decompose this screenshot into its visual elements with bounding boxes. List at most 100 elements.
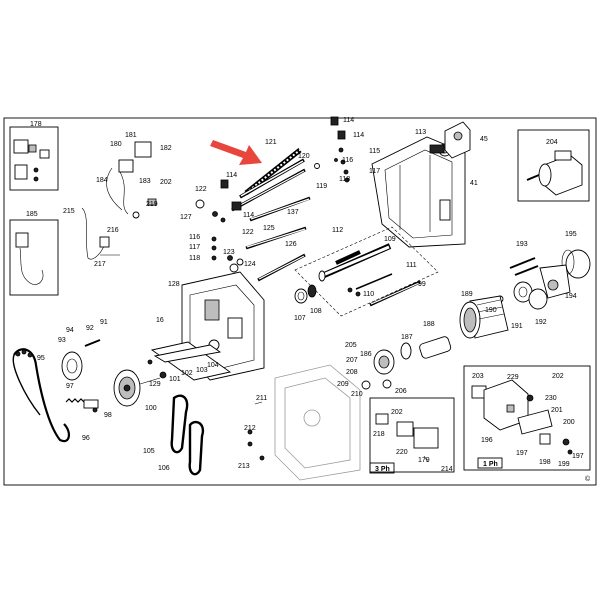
callout-126: 126 [285, 241, 297, 248]
motor-204-box [517, 129, 590, 202]
callout-197: 197 [572, 453, 584, 460]
callout-111: 111 [406, 262, 417, 269]
callout-91: 91 [100, 319, 108, 326]
callout-107: 107 [294, 315, 306, 322]
label-1-ph: 1 Ph [483, 461, 498, 468]
callout-197: 197 [516, 450, 528, 457]
callout-116: 116 [342, 157, 353, 164]
callout-188: 188 [423, 321, 435, 328]
roller-assembly [294, 226, 439, 317]
callout-196: 196 [481, 437, 493, 444]
callout-192: 192 [535, 319, 547, 326]
callout-220: 220 [396, 449, 408, 456]
callout-98: 98 [104, 412, 112, 419]
hardware-101-104 [147, 344, 222, 379]
callout-193: 193 [516, 241, 528, 248]
callout-109: 109 [384, 236, 396, 243]
callout-206: 206 [395, 388, 407, 395]
callout-115: 115 [369, 148, 380, 155]
callout-213: 213 [238, 463, 250, 470]
callout-113: 113 [415, 129, 426, 136]
callout-203: 203 [472, 373, 484, 380]
hardware-122-127 [195, 179, 242, 223]
callout-218: 218 [373, 431, 385, 438]
callout-179: 179 [418, 457, 430, 464]
callout-190: 190 [485, 307, 497, 314]
one-phase-box [463, 365, 591, 471]
cable-215 [81, 207, 120, 260]
callout-94: 94 [66, 327, 74, 334]
callout-92: 92 [86, 325, 94, 332]
callout-105: 105 [143, 448, 155, 455]
callout-200: 200 [563, 419, 575, 426]
highlight-arrow-icon [210, 140, 262, 165]
hardware-114-118 [330, 116, 350, 183]
callout-204: 204 [546, 139, 558, 146]
callout-114: 114 [243, 212, 254, 219]
callout-202: 202 [552, 373, 564, 380]
callout-124: 124 [244, 261, 256, 268]
callout-117: 117 [369, 168, 380, 175]
callout-118: 118 [189, 255, 200, 262]
callout-106: 106 [158, 465, 170, 472]
callout-100: 100 [145, 405, 157, 412]
callout-123: 123 [223, 249, 235, 256]
callout-217: 217 [94, 261, 106, 268]
callout-201: 201 [551, 407, 563, 414]
callout-118: 118 [339, 176, 350, 183]
callout-185: 185 [26, 211, 38, 218]
motor-189 [459, 295, 509, 339]
callout-99: 99 [418, 281, 426, 288]
callout-230: 230 [545, 395, 557, 402]
callout-96: 96 [82, 435, 90, 442]
callout-129: 129 [149, 381, 161, 388]
callout-137: 137 [287, 209, 299, 216]
callout-93: 93 [58, 337, 66, 344]
callout-210: 210 [351, 391, 363, 398]
callout-207: 207 [346, 357, 358, 364]
callout-191: 191 [511, 323, 523, 330]
armature-186-188 [361, 336, 452, 390]
callout-212: 212 [244, 425, 256, 432]
callout-187: 187 [401, 334, 413, 341]
callout-183: 183 [139, 178, 151, 185]
callout-205: 205 [345, 342, 357, 349]
callout-211: 211 [256, 395, 267, 402]
callout-45: 45 [480, 136, 488, 143]
callout-16: 16 [156, 317, 164, 324]
callout-114: 114 [343, 117, 354, 124]
callout-209: 209 [337, 381, 349, 388]
callout-229: 229 [507, 374, 519, 381]
part-185-box [9, 219, 59, 296]
switch-assembly [106, 141, 157, 219]
diagram-frame [3, 117, 597, 486]
callout-189: 189 [461, 291, 473, 298]
pulley-group-193-195 [496, 249, 591, 310]
callout-104: 104 [207, 362, 219, 369]
callout-181: 181 [125, 132, 137, 139]
drive-chain-94-96 [12, 339, 101, 443]
callout-95: 95 [37, 355, 45, 362]
callout-184: 184 [96, 177, 108, 184]
callout-125: 125 [263, 225, 275, 232]
callout-202: 202 [160, 179, 172, 186]
callout-215: 215 [63, 208, 75, 215]
callout-194: 194 [565, 293, 577, 300]
part-178-box [9, 126, 59, 191]
callout-116: 116 [189, 234, 200, 241]
callout-182: 182 [160, 145, 172, 152]
spring-97 [65, 398, 99, 413]
callout-114: 114 [353, 132, 364, 139]
callout-110: 110 [363, 291, 374, 298]
callout-114: 114 [226, 172, 237, 179]
callout-202: 202 [391, 409, 403, 416]
callout-178: 178 [30, 121, 42, 128]
callout-219: 219 [146, 201, 158, 208]
callout-208: 208 [346, 369, 358, 376]
callout-122: 122 [195, 186, 207, 193]
callout-216: 216 [107, 227, 119, 234]
callout-127: 127 [180, 214, 192, 221]
screws-211-213 [247, 401, 265, 461]
